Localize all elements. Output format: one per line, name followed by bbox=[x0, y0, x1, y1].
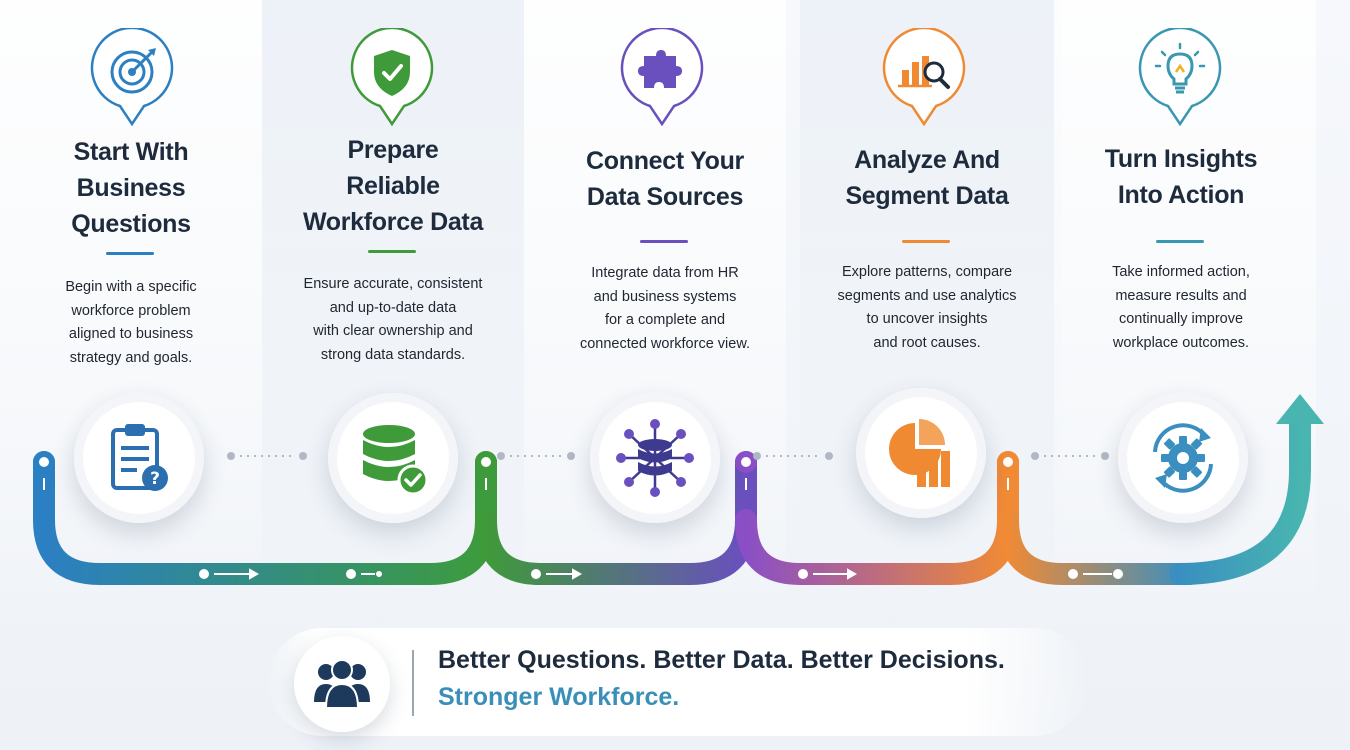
step-1-desc-line-1: Begin with a specific bbox=[65, 279, 197, 295]
step-5-underline bbox=[1156, 240, 1204, 243]
step-5-desc-line-4: workplace outcomes. bbox=[1112, 334, 1250, 351]
database-check-icon bbox=[363, 425, 429, 496]
step-1-title: Start With Business Questions bbox=[0, 134, 262, 242]
step-2-desc-line-2: and up-to-date data bbox=[329, 299, 457, 316]
step-5-title-line-2: Into Action bbox=[1117, 181, 1245, 209]
step-1-description: Begin with a specific workforce problem … bbox=[14, 276, 248, 370]
step-2-title-line-3: Workforce Data bbox=[302, 208, 484, 236]
step-4-desc-line-1: Explore patterns, compare bbox=[841, 264, 1013, 280]
step-4-desc-line-4: and root causes. bbox=[873, 334, 981, 351]
step-4-underline bbox=[902, 240, 950, 243]
target-icon bbox=[88, 28, 176, 128]
pie-bar-chart-icon bbox=[889, 419, 950, 487]
puzzle-icon bbox=[618, 28, 706, 128]
step-1-underline bbox=[106, 252, 154, 255]
step-4-desc-line-2: segments and use analytics bbox=[837, 287, 1017, 304]
step-5-title: Turn Insights Into Action bbox=[1050, 141, 1312, 213]
step-3-description: Integrate data from HR and business syst… bbox=[548, 262, 782, 356]
step-5-desc-line-1: Take informed action, bbox=[1112, 264, 1250, 280]
step-2-description: Ensure accurate, consistent and up-to-da… bbox=[276, 273, 510, 367]
step-4-title-line-1: Analyze And bbox=[854, 146, 1000, 174]
chart-magnifier-icon bbox=[880, 28, 968, 128]
svg-text:?: ? bbox=[150, 469, 160, 489]
step-1-desc-line-3: aligned to business bbox=[68, 326, 194, 342]
step-5-description: Take informed action, measure results an… bbox=[1064, 261, 1298, 355]
step-5-desc-line-2: measure results and bbox=[1115, 287, 1247, 304]
database-network-icon bbox=[616, 419, 694, 497]
step-4-title-line-2: Segment Data bbox=[845, 182, 1009, 210]
clipboard-question-icon: ? bbox=[111, 424, 168, 491]
step-1-desc-line-4: strategy and goals. bbox=[69, 349, 193, 366]
step-3-desc-line-1: Integrate data from HR bbox=[591, 265, 739, 281]
step-4-icon-circle bbox=[856, 388, 986, 518]
step-2-desc-line-4: strong data standards. bbox=[320, 346, 466, 363]
step-1-icon-circle: ? bbox=[74, 393, 204, 523]
step-3-desc-line-3: for a complete and bbox=[604, 312, 726, 328]
step-4-description: Explore patterns, compare segments and u… bbox=[810, 261, 1044, 355]
connector-dots-2 bbox=[497, 452, 575, 460]
step-2-title-line-1: Prepare bbox=[347, 136, 439, 164]
step-2-title: Prepare Reliable Workforce Data bbox=[262, 132, 524, 240]
step-4-desc-line-3: to uncover insights bbox=[866, 311, 988, 327]
step-1-desc-line-2: workforce problem bbox=[71, 302, 191, 319]
step-1-title-line-3: Questions bbox=[71, 210, 191, 238]
step-5-title-line-1: Turn Insights bbox=[1104, 145, 1258, 173]
connector-dots-3 bbox=[753, 452, 833, 460]
step-1-title-line-2: Business bbox=[76, 174, 186, 202]
tagline-primary: Better Questions. Better Data. Better De… bbox=[438, 646, 1005, 674]
gear-cycle-icon bbox=[1153, 423, 1213, 493]
step-3-title-line-1: Connect Your bbox=[586, 147, 744, 175]
footer-icon-circle bbox=[294, 636, 390, 732]
connector-dots-4 bbox=[1031, 452, 1109, 460]
step-3-underline bbox=[640, 240, 688, 243]
step-3-title-line-2: Data Sources bbox=[586, 183, 744, 211]
lightbulb-icon bbox=[1136, 28, 1224, 128]
tagline-secondary: Stronger Workforce. bbox=[438, 683, 680, 711]
step-1-title-line-1: Start With bbox=[73, 138, 189, 166]
step-3-title: Connect Your Data Sources bbox=[534, 143, 796, 215]
shield-check-icon bbox=[348, 28, 436, 128]
step-4-title: Analyze And Segment Data bbox=[796, 142, 1058, 214]
tagline-banner bbox=[268, 628, 1088, 736]
step-2-title-line-2: Reliable bbox=[346, 172, 440, 200]
step-5-icon-circle bbox=[1118, 393, 1248, 523]
step-2-underline bbox=[368, 250, 416, 253]
step-3-icon-circle bbox=[590, 393, 720, 523]
tagline-divider bbox=[412, 650, 414, 716]
people-group-icon bbox=[314, 659, 370, 709]
step-2-desc-line-1: Ensure accurate, consistent bbox=[303, 276, 483, 292]
step-2-icon-circle bbox=[328, 393, 458, 523]
step-3-desc-line-4: connected workforce view. bbox=[579, 335, 751, 352]
step-5-desc-line-3: continually improve bbox=[1118, 311, 1244, 327]
step-2-desc-line-3: with clear ownership and bbox=[313, 323, 473, 339]
connector-dots-1 bbox=[227, 452, 307, 460]
step-3-desc-line-2: and business systems bbox=[593, 288, 737, 305]
